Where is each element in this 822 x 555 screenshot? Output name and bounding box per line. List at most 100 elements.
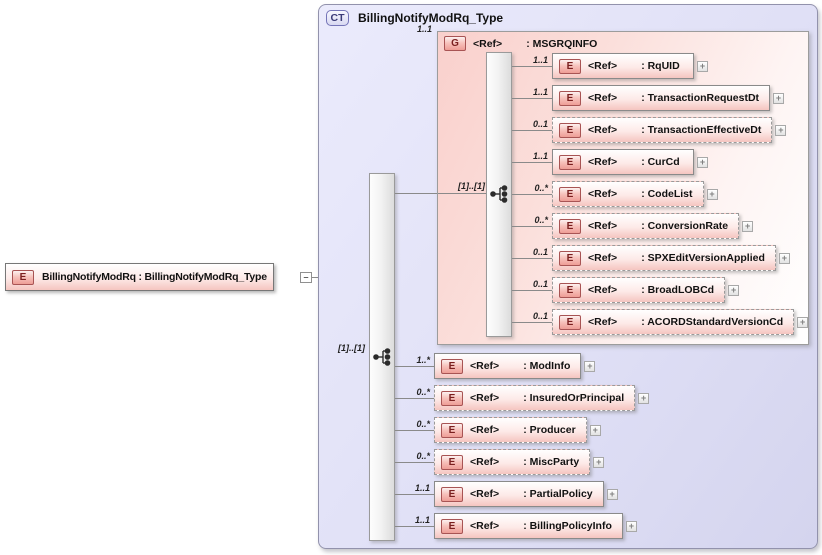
element-node-row: 0..1 E<Ref>: TransactionEffectiveDt+ (512, 117, 787, 143)
element-node-row: 0..1 E<Ref>: BroadLOBCd+ (512, 277, 740, 303)
collapse-icon[interactable]: – (300, 272, 312, 283)
expand-icon[interactable]: + (778, 252, 790, 264)
expand-icon[interactable]: + (706, 188, 718, 200)
cardinality-label: 0..1 (532, 119, 548, 129)
element-ref-label: <Ref> (470, 456, 500, 468)
expand-icon[interactable]: + (728, 284, 740, 296)
element-badge: E (441, 454, 463, 470)
element-name: : CurCd (641, 156, 680, 168)
element-name: : CodeList (641, 188, 693, 200)
connector-line (312, 277, 318, 278)
element-ref-label: <Ref> (470, 488, 500, 500)
expand-icon[interactable]: + (638, 392, 650, 404)
expand-icon[interactable]: + (589, 424, 601, 436)
expand-icon[interactable]: + (584, 360, 596, 372)
element-ref-label: <Ref> (470, 424, 500, 436)
cardinality-label: 1..1 (414, 515, 430, 525)
cardinality-label: 1..1 (532, 87, 548, 97)
element-name: : InsuredOrPrincipal (523, 392, 625, 404)
expand-icon[interactable]: + (742, 220, 754, 232)
element-name: : TransactionRequestDt (641, 92, 760, 104)
expand-icon[interactable]: + (697, 156, 708, 168)
expand-icon[interactable]: + (775, 124, 787, 136)
element-box[interactable]: E<Ref>: MiscParty (434, 449, 591, 475)
group-ref-label: <Ref> (473, 37, 503, 50)
expand-icon[interactable]: + (797, 316, 809, 328)
element-box[interactable]: E <Ref> : ConversionRate (552, 213, 740, 239)
element-box[interactable]: E<Ref>: Producer (434, 417, 587, 443)
connector-line (395, 365, 434, 367)
element-name: : SPXEditVersionApplied (641, 252, 765, 264)
element-node-row: 1..1 E<Ref>: BillingPolicyInfo+ (395, 513, 637, 539)
element-node-row: 0..1 E <Ref> : SPXEditVersionApplied + (512, 245, 790, 271)
complex-type-box: CT BillingNotifyModRq_Type [1]..[1] 1..1… (318, 4, 818, 549)
element-badge: E (559, 282, 581, 298)
element-ref-label: <Ref> (588, 252, 618, 264)
cardinality-label: 0..1 (532, 247, 548, 257)
element-badge: E (441, 390, 463, 406)
sequence-cardinality-label: [1]..[1] (458, 181, 485, 191)
element-box[interactable]: E<Ref>: ModInfo (434, 353, 582, 379)
root-element-node[interactable]: E BillingNotifyModRq : BillingNotifyModR… (5, 263, 274, 291)
element-name: : RqUID (641, 60, 680, 72)
cardinality-label: 1..1 (532, 151, 548, 161)
element-box[interactable]: E<Ref>: InsuredOrPrincipal (434, 385, 636, 411)
cardinality-label: 0..* (534, 183, 548, 193)
element-box[interactable]: E<Ref>: PartialPolicy (434, 481, 604, 507)
sequence-compositor-icon (373, 348, 391, 366)
element-node-row: 0..* E<Ref>: CodeList+ (512, 181, 718, 207)
cardinality-label: 1..1 (532, 55, 548, 65)
connector-line (395, 429, 434, 431)
expand-icon[interactable]: + (773, 92, 785, 104)
element-badge: E (559, 218, 581, 234)
element-box[interactable]: E<Ref>: CurCd (552, 149, 694, 175)
element-box[interactable]: E<Ref>: CodeList (552, 181, 704, 207)
connector-line (395, 193, 437, 194)
element-ref-label: <Ref> (470, 360, 500, 372)
element-node-row: 1..1 E<Ref>: RqUID+ (512, 53, 708, 79)
element-badge: E (559, 250, 581, 266)
element-name: : ConversionRate (641, 220, 729, 232)
cardinality-label: 0..1 (532, 279, 548, 289)
element-ref-label: <Ref> (588, 220, 618, 232)
cardinality-label: 0..* (416, 387, 430, 397)
root-element-label: BillingNotifyModRq : BillingNotifyModRq_… (42, 271, 267, 283)
expand-icon[interactable]: + (697, 60, 708, 72)
element-name: : ACORDStandardVersionCd (641, 316, 784, 328)
cardinality-label: 0..* (416, 451, 430, 461)
element-box[interactable]: E<Ref>: BroadLOBCd (552, 277, 726, 303)
element-box[interactable]: E<Ref>: RqUID (552, 53, 694, 79)
sequence-compositor-icon (490, 185, 508, 203)
connector-line (512, 225, 552, 227)
element-box[interactable]: E<Ref>: ACORDStandardVersionCd (552, 309, 795, 335)
element-badge: E (559, 186, 581, 202)
element-box[interactable]: E<Ref>: BillingPolicyInfo (434, 513, 623, 539)
element-box[interactable]: E<Ref>: TransactionRequestDt (552, 85, 771, 111)
complex-type-title: BillingNotifyModRq_Type (358, 11, 504, 25)
element-ref-label: <Ref> (588, 316, 618, 328)
expand-icon[interactable]: + (593, 456, 605, 468)
element-badge: E (441, 486, 463, 502)
connector-line (512, 65, 552, 67)
connector-line (512, 129, 552, 131)
connector-line (512, 97, 552, 99)
connector-line (395, 397, 434, 399)
element-ref-label: <Ref> (588, 156, 618, 168)
expand-icon[interactable]: + (625, 520, 637, 532)
element-badge: E (441, 358, 463, 374)
element-box[interactable]: E<Ref>: TransactionEffectiveDt (552, 117, 773, 143)
element-ref-label: <Ref> (588, 92, 618, 104)
element-badge: E (441, 422, 463, 438)
element-box[interactable]: E <Ref> : SPXEditVersionApplied (552, 245, 776, 271)
group-name: : MSGRQINFO (526, 37, 598, 50)
expand-icon[interactable]: + (606, 488, 618, 500)
element-node-row: 1..*E<Ref>: ModInfo+ (395, 353, 596, 379)
element-node-row: 0..*E<Ref>: ConversionRate+ (512, 213, 754, 239)
element-badge: E (559, 58, 581, 74)
element-name: : BroadLOBCd (641, 284, 715, 296)
